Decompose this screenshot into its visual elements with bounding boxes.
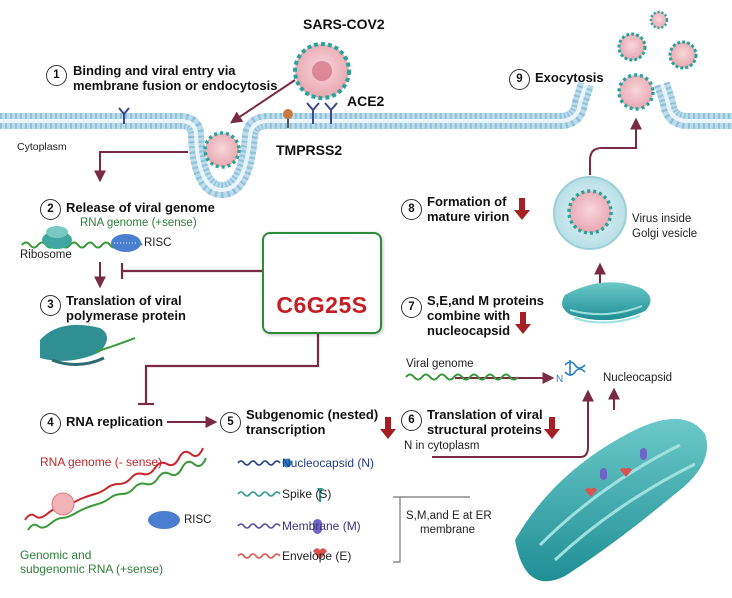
legend-envelope: Envelope (E) (282, 550, 351, 563)
er-label-line1: S,M,and E at ER (406, 510, 492, 522)
step-9-line1: Exocytosis (535, 70, 604, 85)
legend-membrane-text: Membrane (M) (282, 519, 361, 533)
rna-genome-plus-label: RNA genome (+sense) (80, 217, 197, 229)
step-3-line2: polymerase protein (66, 308, 186, 323)
golgi-vesicle (553, 176, 627, 250)
step-3-line1: Translation of viral (66, 293, 182, 308)
tmprss2-label: TMPRSS2 (276, 142, 343, 158)
step-6-line1: Translation of viral (427, 407, 543, 422)
step-5-line2: transcription (246, 422, 326, 437)
ace2-receptors (118, 102, 338, 124)
cell-membrane (0, 81, 732, 199)
virus-title: SARS-COV2 (303, 16, 385, 32)
golgi-apparatus (562, 282, 651, 324)
rdrp-sphere-icon (51, 492, 75, 516)
er-organelle (515, 418, 707, 582)
step-7-line1: S,E,and M proteins (427, 293, 545, 308)
ribosome-label: Ribosome (20, 249, 72, 261)
risc-label: RISC (144, 237, 172, 249)
legend-icons (282, 458, 327, 560)
step-7-line2: combine with (427, 308, 511, 323)
tmprss2-protease (283, 109, 293, 128)
step-4-line1: RNA replication (66, 414, 164, 429)
virus-extracellular (293, 42, 351, 100)
legend-nucleocapsid-text: Nucleocapsid (N) (282, 456, 375, 470)
drug-name: C6G25S (276, 292, 368, 318)
virus-endocytosed (203, 131, 241, 169)
inhibition-lines (120, 263, 320, 406)
step-1-number: 1 (46, 65, 67, 86)
virus-golgi-line2: Golgi vesicle (632, 228, 698, 240)
step-7-number: 7 (401, 297, 422, 318)
step-8-number: 8 (401, 199, 422, 220)
viral-genome-label: Viral genome (406, 358, 474, 370)
rna-genome-minus-label: RNA genome (- sense) (40, 455, 163, 469)
step-5-line1: Subgenomic (nested) (246, 407, 379, 422)
risc-icon-2 (148, 511, 180, 529)
step-9-number: 9 (509, 69, 530, 90)
legend-spike-text: Spike (S) (282, 487, 332, 501)
legend-spike: Spike (S) (282, 488, 331, 501)
ribosome-icon (42, 226, 72, 249)
legend-membrane: Membrane (M) (282, 520, 361, 533)
step-1-line1: Binding and viral entry via (73, 63, 236, 78)
n-letter-label: N (556, 374, 564, 385)
step-1-line2: membrane fusion or endocytosis (73, 78, 278, 93)
nucleocapsid-icon (564, 360, 586, 376)
virus-golgi-line1: Virus inside (632, 213, 692, 225)
er-bracket (393, 496, 470, 563)
risc-label-2: RISC (184, 514, 212, 526)
step-8-line1: Formation of (427, 194, 507, 209)
step-6-number: 6 (401, 410, 422, 431)
down-arrows (380, 198, 560, 439)
step-2-line1: Release of viral genome (66, 200, 215, 215)
step-5-number: 5 (220, 412, 241, 433)
legend-strands (237, 460, 281, 559)
step-6-line2: structural proteins (427, 422, 542, 437)
ace2-label: ACE2 (347, 93, 385, 109)
risc-icon (111, 234, 141, 252)
released-virions (617, 10, 698, 111)
nucleocapsid-label: Nucleocapsid (603, 372, 673, 384)
legend-envelope-text: Envelope (E) (282, 549, 352, 563)
n-in-cytoplasm-label: N in cytoplasm (404, 440, 480, 452)
step-7-line3: nucleocapsid (427, 323, 511, 338)
genomic-label-line2: subgenomic RNA (+sense) (20, 562, 164, 576)
polymerase-ribosome-icon (40, 324, 136, 366)
pathway-arrows (94, 79, 642, 458)
step-2-number: 2 (40, 199, 61, 220)
cytoplasm-label: Cytoplasm (17, 141, 67, 153)
drug-box: C6G25S (262, 232, 382, 334)
step-3-number: 3 (40, 295, 61, 316)
er-label-line2: membrane (420, 524, 475, 536)
legend-nucleocapsid: Nucleocapsid (N) (282, 457, 374, 470)
genomic-label-line1: Genomic and (20, 548, 92, 562)
step-4-number: 4 (40, 413, 61, 434)
step-8-line2: mature virion (427, 209, 510, 224)
